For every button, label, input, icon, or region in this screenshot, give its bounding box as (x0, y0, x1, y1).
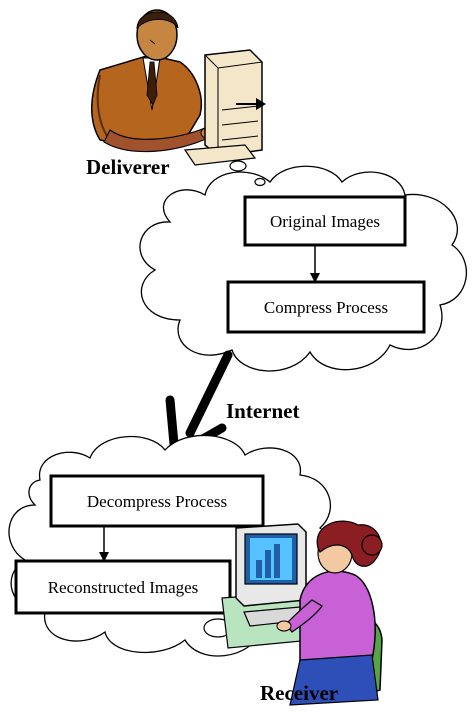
deliverer-label: Deliverer (86, 155, 170, 179)
original-images-label: Original Images (270, 212, 380, 231)
reconstructed-images-label: Reconstructed Images (48, 578, 199, 597)
compress-process-box (226, 280, 426, 334)
compress-process-label: Compress Process (264, 298, 388, 317)
cloud-puff (229, 160, 247, 172)
deliverer-illustration (91, 9, 266, 166)
decompress-process-label: Decompress Process (87, 492, 227, 511)
decompress-process-box (49, 474, 265, 528)
receiver-label: Receiver (260, 681, 338, 705)
internet-label: Internet (226, 399, 299, 423)
reconstructed-images-box (14, 559, 232, 615)
cloud-puff (254, 177, 266, 187)
receiver-illustration (221, 520, 383, 706)
original-images-box (243, 195, 407, 247)
